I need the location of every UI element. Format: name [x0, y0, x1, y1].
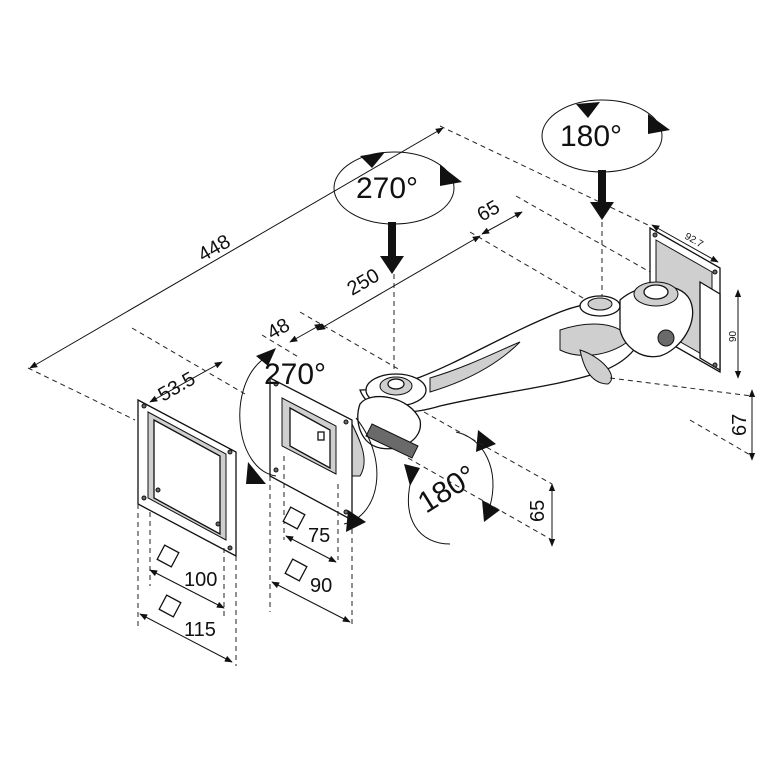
- rotation-plate-label: 270°: [264, 358, 326, 391]
- vesa-plate-large: 100 115: [137, 398, 237, 666]
- monitor-arm-body: [359, 281, 694, 413]
- monitor-head-joint: [343, 373, 427, 477]
- dimension-height-right: 67: [609, 377, 756, 461]
- dimension-height-head: 65: [527, 483, 556, 547]
- wall-plate-height-label: 90: [728, 330, 739, 342]
- dimension-plate-offset: 53.5: [131, 327, 246, 407]
- dimension-arm-length: 250: [317, 235, 481, 331]
- rotation-arm-label: 270°: [356, 172, 418, 205]
- rotation-wall-indicator: 180°: [541, 99, 670, 298]
- rotation-tilt-indicator: 180°: [404, 411, 553, 545]
- rotation-wall-label: 180°: [560, 120, 622, 153]
- rotation-plate-indicator: 270°: [239, 348, 378, 532]
- dimension-wall-offset-label: 65: [474, 196, 504, 226]
- vesa-large-label-a: 100: [184, 569, 217, 591]
- dimension-height-head-label: 65: [527, 500, 549, 522]
- dimension-plate-offset-label: 53.5: [155, 368, 200, 407]
- dimension-head-offset-label: 48: [264, 314, 294, 344]
- vesa-small-label-b: 90: [310, 575, 332, 597]
- vesa-large-label-b: 115: [184, 619, 216, 641]
- vesa-plate-small: 75 90: [269, 376, 353, 628]
- wall-plate-width-label: 92.7: [683, 231, 706, 250]
- rotation-tilt-label: 180°: [412, 459, 482, 520]
- vesa-small-label-a: 75: [308, 525, 330, 547]
- rotation-arm-indicator: 270°: [333, 151, 462, 370]
- dimension-height-right-label: 67: [729, 414, 751, 436]
- dimension-overall-length-label: 448: [195, 231, 235, 267]
